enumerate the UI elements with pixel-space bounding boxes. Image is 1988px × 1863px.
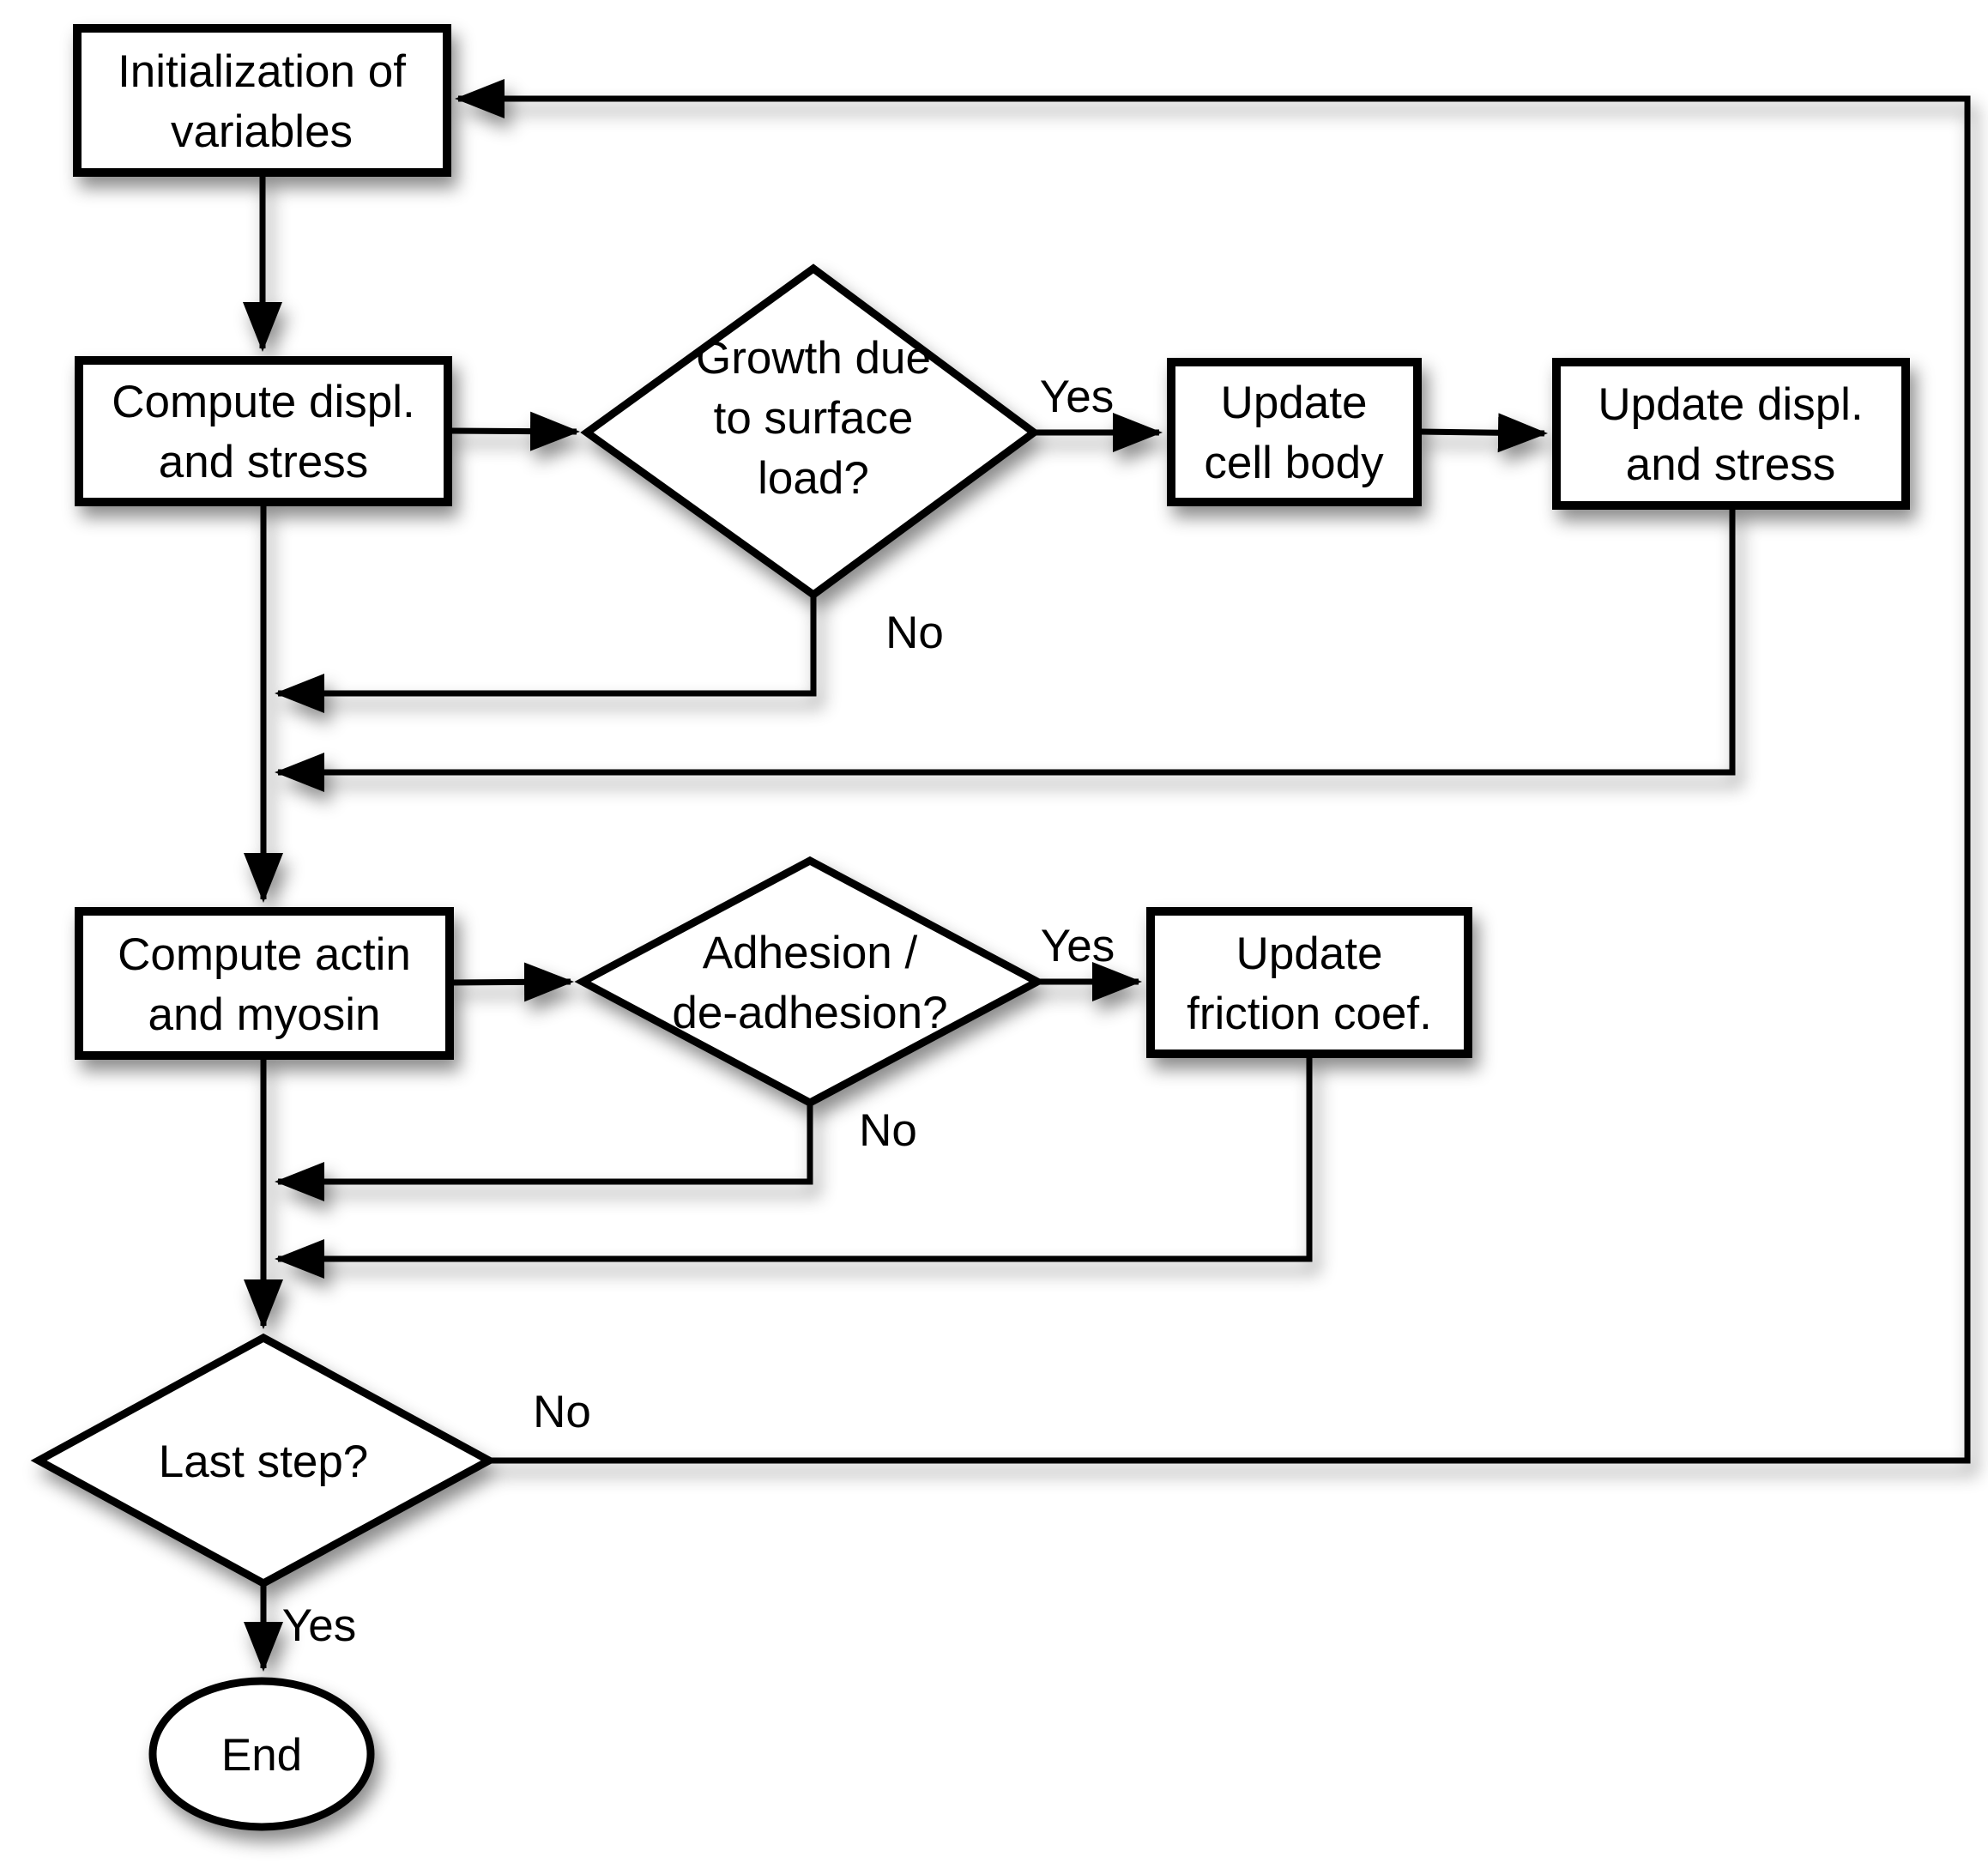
end-label: End bbox=[221, 1730, 302, 1781]
edge-compute-to-growth-decision bbox=[449, 411, 580, 451]
update-displ-label-line1: Update displ. bbox=[1598, 379, 1863, 430]
edge-update-displ-merge bbox=[275, 507, 1736, 792]
growth-yes-label: Yes bbox=[1040, 372, 1114, 422]
last-step-no-label: No bbox=[533, 1387, 591, 1437]
growth-no-label: No bbox=[885, 608, 944, 658]
node-compute-actin-myosin bbox=[75, 907, 454, 1060]
last-step-yes-label: Yes bbox=[282, 1600, 356, 1651]
edge-update-cell-to-update-displ bbox=[1418, 413, 1548, 453]
update-cell-label-line2: cell body bbox=[1204, 438, 1384, 488]
adhesion-yes-label: Yes bbox=[1041, 921, 1115, 971]
edge-friction-merge bbox=[275, 1055, 1313, 1279]
last-step-label: Last step? bbox=[159, 1437, 369, 1487]
node-adhesion-decision bbox=[574, 856, 1046, 1108]
edge-labels: Yes No Yes No No Yes bbox=[282, 372, 1115, 1651]
node-compute-displ-stress bbox=[75, 356, 452, 506]
node-update-displ-stress bbox=[1552, 358, 1910, 510]
initialization-label-line1: Initialization of bbox=[118, 46, 406, 97]
update-friction-label-line2: friction coef. bbox=[1187, 989, 1432, 1039]
edge-last-step-no-loop bbox=[455, 79, 1971, 1464]
growth-decision-label-line3: load? bbox=[758, 453, 869, 504]
node-growth-decision bbox=[580, 263, 1041, 600]
node-labels: Initialization of variables Compute disp… bbox=[112, 46, 1863, 1781]
update-displ-label-line2: and stress bbox=[1626, 439, 1836, 490]
adhesion-decision-label-line1: Adhesion / bbox=[703, 928, 918, 978]
edge-actin-to-adhesion-decision bbox=[450, 962, 574, 1002]
edge-adhesion-no-merge bbox=[275, 1104, 813, 1201]
node-update-friction-coef bbox=[1146, 907, 1472, 1058]
growth-decision-label-line2: to surface bbox=[714, 393, 914, 444]
growth-decision-label-line1: Growth due bbox=[696, 333, 931, 384]
initialization-label-line2: variables bbox=[171, 106, 353, 157]
node-last-step-decision bbox=[30, 1333, 498, 1588]
node-update-cell-body bbox=[1167, 358, 1422, 506]
adhesion-decision-label-line2: de-adhesion? bbox=[672, 988, 947, 1038]
compute-actin-label-line1: Compute actin bbox=[118, 929, 411, 980]
adhesion-no-label: No bbox=[859, 1105, 917, 1156]
update-cell-label-line1: Update bbox=[1221, 378, 1368, 428]
compute-displ-label-line2: and stress bbox=[159, 437, 369, 487]
node-end bbox=[148, 1677, 375, 1831]
update-friction-label-line1: Update bbox=[1236, 928, 1383, 979]
edge-growth-no-merge bbox=[275, 596, 817, 713]
node-initialization bbox=[73, 24, 451, 177]
compute-actin-label-line2: and myosin bbox=[148, 989, 380, 1040]
compute-displ-label-line1: Compute displ. bbox=[112, 377, 415, 427]
